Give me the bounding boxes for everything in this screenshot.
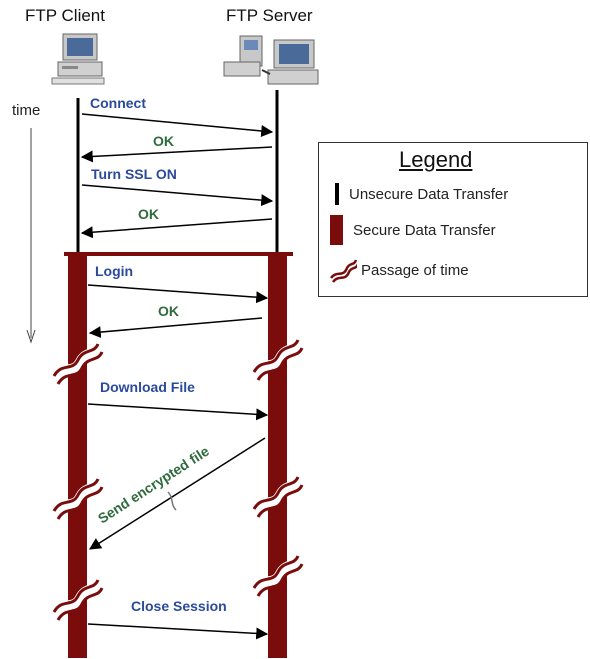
send-encrypted-file-label: Send encrypted file <box>95 443 212 527</box>
legend-item-label: Secure Data Transfer <box>353 222 496 239</box>
server-secure-lifeline <box>268 256 287 658</box>
legend-item-time: Passage of time <box>329 255 469 285</box>
ok3-label: OK <box>158 303 179 319</box>
time-break-2 <box>54 477 302 519</box>
legend-box: Legend Unsecure Data Transfer Secure Dat… <box>318 142 588 297</box>
login-arrow <box>88 285 267 298</box>
server-computer-icon <box>224 36 318 84</box>
connect-arrow <box>82 114 272 132</box>
close-session-arrow <box>88 624 267 634</box>
turn-ssl-on-label: Turn SSL ON <box>91 166 177 182</box>
legend-item-label: Unsecure Data Transfer <box>349 186 508 203</box>
break-squiggle-icon <box>329 256 357 284</box>
legend-item-secure: Secure Data Transfer <box>329 215 496 245</box>
time-break-1 <box>54 340 302 384</box>
ok2-label: OK <box>138 206 159 222</box>
login-label: Login <box>95 263 133 279</box>
ok2-arrow <box>82 219 272 233</box>
download-file-label: Download File <box>100 379 195 395</box>
ssl-boundary-line <box>64 252 293 256</box>
turn-ssl-on-arrow <box>82 185 272 201</box>
ok1-label: OK <box>153 133 174 149</box>
thick-bar-icon <box>330 215 343 245</box>
legend-item-unsecure: Unsecure Data Transfer <box>329 179 508 209</box>
ok3-arrow <box>90 318 262 333</box>
legend-title: Legend <box>399 147 472 173</box>
send-encrypted-file-arrow <box>90 438 265 549</box>
thin-line-icon <box>335 183 339 205</box>
ok1-arrow <box>82 147 272 157</box>
client-computer-icon <box>52 34 104 84</box>
connect-label: Connect <box>90 95 146 111</box>
download-file-arrow <box>88 404 267 415</box>
legend-item-label: Passage of time <box>361 262 469 279</box>
close-session-label: Close Session <box>131 598 227 614</box>
